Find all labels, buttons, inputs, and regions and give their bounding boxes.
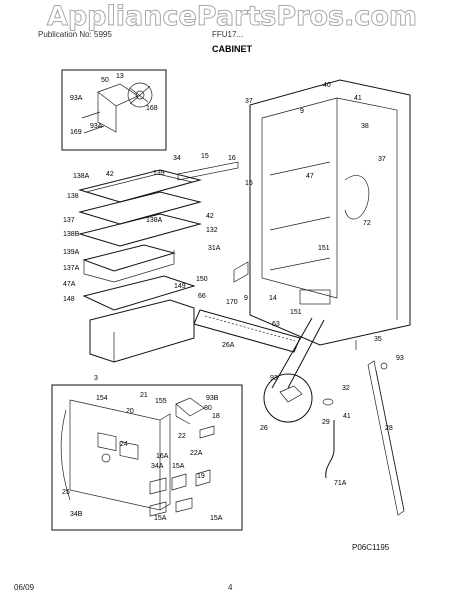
callout-label: 9 bbox=[300, 108, 304, 115]
callout-label: 22A bbox=[190, 450, 203, 457]
control-panel-inset bbox=[51, 384, 243, 531]
cabinet-drawing bbox=[249, 79, 411, 346]
callout-label: 42 bbox=[106, 171, 114, 178]
callout-label: 71A bbox=[334, 480, 347, 487]
callout-label: 170 bbox=[226, 299, 238, 306]
callout-label: 25 bbox=[62, 489, 70, 496]
callout-label: 20 bbox=[126, 408, 134, 415]
callout-label: 63 bbox=[272, 321, 280, 328]
callout-label: 37 bbox=[245, 98, 253, 105]
callout-label: 42 bbox=[206, 213, 214, 220]
callout-label: 150 bbox=[196, 276, 208, 283]
callout-label: 19 bbox=[197, 473, 205, 480]
callout-label: 26 bbox=[260, 425, 268, 432]
diagram-code: P06C1195 bbox=[352, 543, 390, 552]
callout-label: 137 bbox=[63, 217, 75, 224]
callout-label: 138 bbox=[67, 193, 79, 200]
callout-label: 15 bbox=[245, 180, 253, 187]
callout-label: 138B bbox=[63, 231, 80, 238]
callout-label: 50 bbox=[101, 77, 109, 84]
callout-label: 139A bbox=[63, 249, 80, 256]
fan-bracket-inset bbox=[61, 69, 167, 151]
callout-label: 38 bbox=[361, 123, 369, 130]
callout-label: 18 bbox=[212, 413, 220, 420]
callout-label: 66 bbox=[198, 293, 206, 300]
callout-labels: 50 13 93A 169 93A 168 40 41 37 9 38 37 3… bbox=[62, 73, 404, 522]
footer-date: 06/09 bbox=[14, 583, 35, 592]
callout-label: 9 bbox=[244, 295, 248, 302]
watermark: AppliancePartsPros.com bbox=[46, 1, 418, 33]
callout-label: 15 bbox=[201, 153, 209, 160]
callout-label: 3 bbox=[94, 375, 98, 382]
shelves-drawing bbox=[78, 161, 249, 363]
callout-label: 37 bbox=[378, 156, 386, 163]
callout-label: 80 bbox=[204, 405, 212, 412]
callout-label: 151 bbox=[318, 245, 330, 252]
callout-label: 41 bbox=[354, 95, 362, 102]
callout-label: 31A bbox=[208, 245, 221, 252]
callout-label: 34A bbox=[151, 463, 164, 470]
door-gasket-drawing bbox=[367, 360, 405, 516]
callout-label: 40 bbox=[323, 82, 331, 89]
callout-label: 149 bbox=[174, 283, 186, 290]
callout-label: 13 bbox=[116, 73, 124, 80]
callout-label: 29 bbox=[322, 419, 330, 426]
callout-label: 41 bbox=[343, 413, 351, 420]
callout-label: 15A bbox=[172, 463, 185, 470]
callout-label: 72 bbox=[363, 220, 371, 227]
callout-label: 35 bbox=[374, 336, 382, 343]
drain-assembly-drawing bbox=[263, 317, 388, 479]
callout-label: 168 bbox=[146, 105, 158, 112]
callout-label: 47A bbox=[63, 281, 76, 288]
callout-label: 93B bbox=[206, 395, 219, 402]
fan-bracket-drawing bbox=[81, 82, 153, 134]
publication-number: Publication No: 5995 bbox=[38, 30, 112, 39]
callout-label: 34B bbox=[70, 511, 83, 518]
callout-label: 132 bbox=[206, 227, 218, 234]
callout-label: 21 bbox=[140, 392, 148, 399]
callout-label: 138A bbox=[73, 173, 90, 180]
callout-label: 137A bbox=[63, 265, 80, 272]
callout-label: 154 bbox=[96, 395, 108, 402]
callout-label: 93A bbox=[70, 95, 83, 102]
callout-label: 138A bbox=[146, 217, 163, 224]
callout-label: 22 bbox=[178, 433, 186, 440]
callout-label: 169 bbox=[70, 129, 82, 136]
kickplate-drawing bbox=[193, 309, 301, 353]
callout-label: 26A bbox=[222, 342, 235, 349]
callout-label: 24 bbox=[120, 441, 128, 448]
callout-label: 34 bbox=[173, 155, 181, 162]
callout-label: 32 bbox=[342, 385, 350, 392]
page-number: 4 bbox=[228, 583, 233, 592]
callout-label: 139 bbox=[153, 170, 165, 177]
callout-label: 47 bbox=[306, 173, 314, 180]
callout-label: 15A bbox=[154, 515, 167, 522]
section-title: CABINET bbox=[212, 44, 252, 54]
callout-label: 155 bbox=[155, 398, 167, 405]
callout-label: 14 bbox=[269, 295, 277, 302]
control-panel-drawing bbox=[60, 397, 215, 517]
callout-label: 93 bbox=[270, 375, 278, 382]
model-number: FFU17... bbox=[212, 30, 244, 39]
callout-label: 16A bbox=[156, 453, 169, 460]
callout-label: 148 bbox=[63, 296, 75, 303]
callout-label: 16 bbox=[228, 155, 236, 162]
callout-label: 93A bbox=[90, 123, 103, 130]
callout-label: 93 bbox=[396, 355, 404, 362]
callout-label: 28 bbox=[385, 425, 393, 432]
callout-label: 151 bbox=[290, 309, 302, 316]
callout-label: 15A bbox=[210, 515, 223, 522]
